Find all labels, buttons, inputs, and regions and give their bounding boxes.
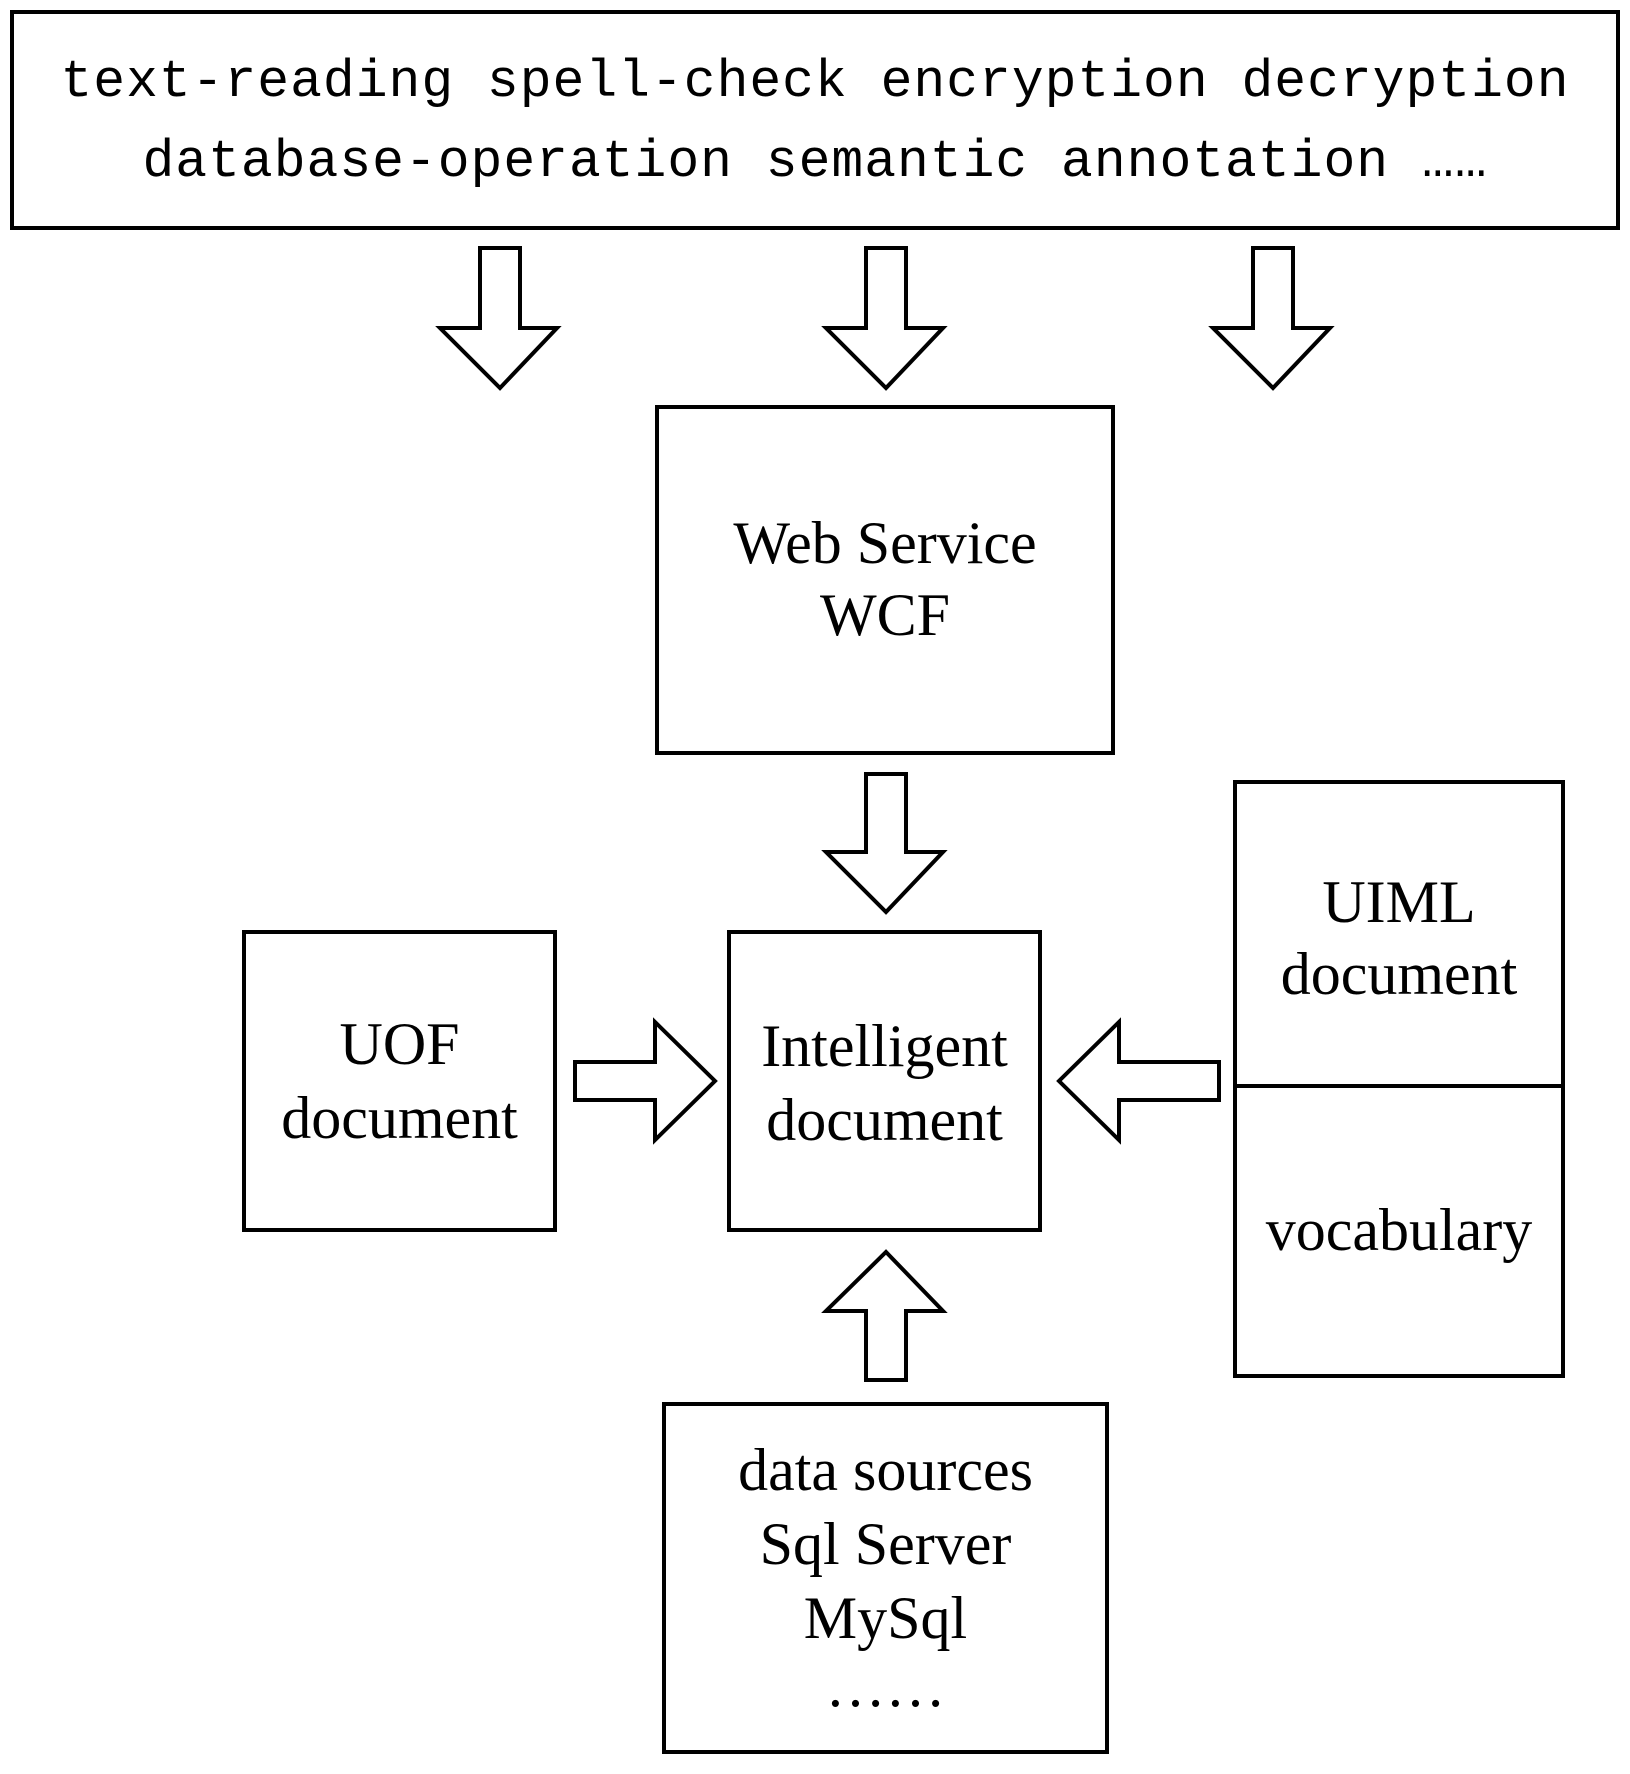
web-service-line-1: Web Service: [733, 510, 1037, 576]
uof-line-1: UOF: [339, 1011, 460, 1077]
down-arrow-left: [435, 246, 562, 391]
uiml-divider: [1237, 1084, 1561, 1088]
services-line-2: database-operation semantic annotation ……: [142, 132, 1488, 192]
services-line-1: text-reading spell-check encryption decr…: [60, 52, 1570, 112]
vocabulary-label: vocabulary: [1265, 1197, 1533, 1263]
data-sources-box: data sources Sql Server MySql ……: [662, 1402, 1109, 1754]
intelligent-document-box: Intelligent document: [727, 930, 1042, 1232]
data-sources-line-3: MySql: [803, 1585, 968, 1651]
intelligent-line-2: document: [766, 1087, 1003, 1153]
data-sources-line-2: Sql Server: [759, 1511, 1012, 1577]
uiml-line-2: document: [1280, 941, 1518, 1007]
uof-line-2: document: [281, 1085, 518, 1151]
intelligent-line-1: Intelligent: [761, 1013, 1008, 1079]
uiml-line-1: UIML: [1322, 869, 1476, 935]
web-service-box: Web Service WCF: [655, 405, 1115, 755]
right-arrow-uof: [573, 1017, 718, 1145]
down-arrow-right: [1208, 246, 1335, 391]
data-sources-line-4: ……: [825, 1653, 946, 1719]
uof-document-box: UOF document: [242, 930, 557, 1232]
down-arrow-middle: [821, 246, 948, 391]
down-arrow-webservice: [821, 772, 948, 915]
services-box: text-reading spell-check encryption decr…: [10, 10, 1620, 230]
up-arrow-datasources: [821, 1249, 948, 1382]
data-sources-line-1: data sources: [738, 1437, 1033, 1503]
uiml-vocabulary-box: UIML document vocabulary: [1233, 780, 1565, 1378]
web-service-line-2: WCF: [819, 582, 951, 648]
left-arrow-uiml: [1056, 1017, 1221, 1145]
